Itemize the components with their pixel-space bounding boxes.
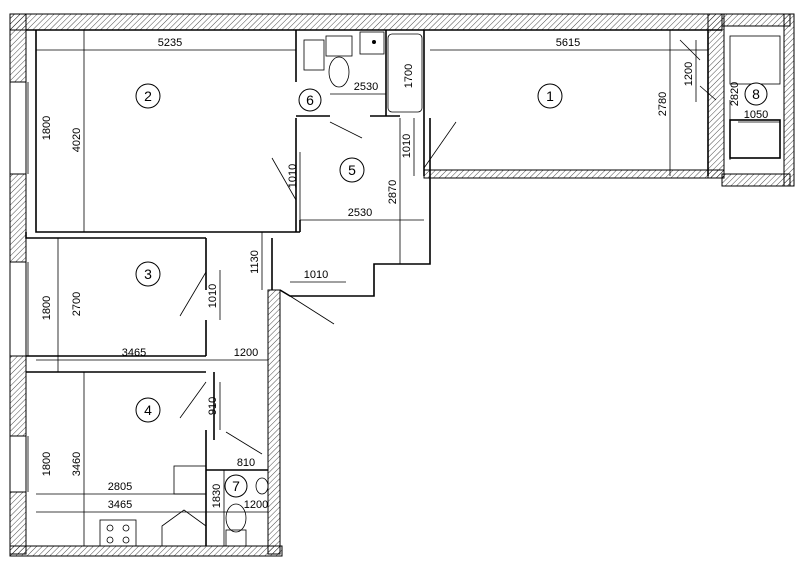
door-swings (179, 39, 717, 455)
room-label-6: 6 (298, 88, 322, 112)
balcony-storage-icon (729, 35, 781, 85)
dim-5615: 5615 (556, 37, 580, 49)
dim-1700: 1700 (403, 64, 415, 88)
dim-2820: 2820 (729, 82, 741, 106)
dim-2700: 2700 (71, 292, 83, 316)
dim-3460: 3460 (71, 452, 83, 476)
dimension-lines (27, 30, 780, 546)
sink-icon (359, 31, 385, 55)
bathtub-icon (387, 33, 423, 113)
room-label-1: 1 (537, 83, 563, 109)
dim-1830: 1830 (211, 484, 223, 508)
corner-sink-icon (161, 509, 207, 547)
sink-icon-2 (255, 477, 269, 495)
dim-910: 910 (207, 397, 219, 415)
toilet-tank-icon-2 (225, 529, 247, 547)
room-labels: 1 2 3 4 5 6 7 8 (135, 82, 768, 498)
room-number-5: 5 (348, 162, 356, 178)
dim-1800-room3: 1800 (41, 296, 53, 320)
dim-3465-room4: 3465 (108, 499, 132, 511)
dim-1800-room2: 1800 (41, 116, 53, 140)
dim-5235: 5235 (158, 37, 182, 49)
toilet-bowl-icon (328, 56, 350, 88)
dim-810: 810 (237, 457, 255, 469)
fixtures (99, 31, 781, 547)
dimension-labels: 5235 4020 1800 5615 2780 1200 2530 1700 … (41, 37, 768, 511)
dim-1010-room1-door: 1010 (401, 134, 413, 158)
dim-1800-room4: 1800 (41, 452, 53, 476)
interior-walls (25, 29, 781, 546)
room-label-5: 5 (339, 157, 365, 183)
room-label-3: 3 (135, 261, 161, 287)
toilet-tank-icon (325, 35, 353, 57)
room-label-4: 4 (135, 397, 161, 423)
room-label-2: 2 (135, 83, 161, 109)
dim-2780: 2780 (657, 92, 669, 116)
room-number-3: 3 (144, 266, 152, 282)
dim-2870: 2870 (387, 180, 399, 204)
room-number-1: 1 (546, 88, 554, 104)
dim-2805: 2805 (108, 481, 132, 493)
washer-icon (303, 39, 325, 71)
stove-icon (99, 519, 137, 547)
dim-3465-room3: 3465 (122, 347, 146, 359)
room-label-7: 7 (224, 474, 248, 498)
dim-1010-room3-door: 1010 (207, 284, 219, 308)
dim-1130: 1130 (249, 250, 261, 274)
room-number-4: 4 (144, 402, 152, 418)
room-number-2: 2 (144, 88, 152, 104)
room-label-8: 8 (744, 82, 768, 106)
cabinet-icon (173, 465, 207, 495)
exterior-walls (9, 13, 795, 557)
dim-1200-corridor: 1200 (234, 347, 258, 359)
dim-1050: 1050 (744, 109, 768, 121)
dim-1200-room1: 1200 (683, 62, 695, 86)
room-number-6: 6 (306, 92, 314, 108)
room-number-8: 8 (752, 86, 760, 102)
dim-2530-room6: 2530 (354, 81, 378, 93)
dim-1200-room7: 1200 (244, 499, 268, 511)
dim-1010-entrance: 1010 (304, 269, 328, 281)
dim-2530-hall: 2530 (348, 207, 372, 219)
toilet-bowl-icon-2 (225, 503, 247, 533)
dim-4020: 4020 (71, 128, 83, 152)
room-number-7: 7 (232, 478, 240, 494)
dim-1010-room2-door: 1010 (287, 164, 299, 188)
